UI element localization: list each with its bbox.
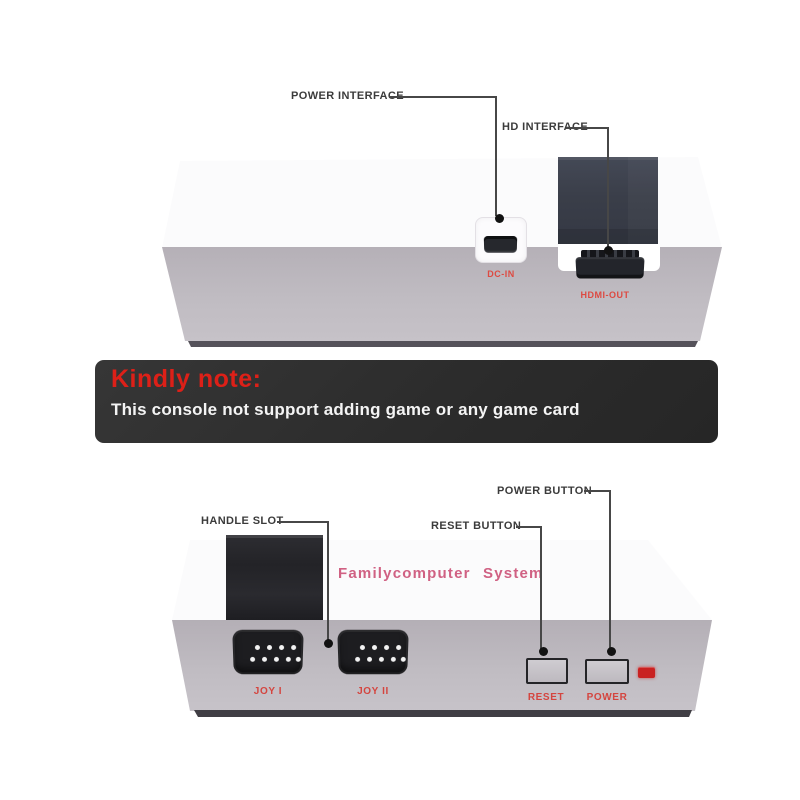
power-interface-callout-line (389, 96, 497, 98)
joy2-port-icon (337, 629, 409, 675)
power-button-label: POWER BUTTON (497, 485, 593, 497)
hdmi-connector-icon (575, 257, 645, 279)
power-interface-callout-line (495, 96, 497, 216)
handle-slot-callout-dot (324, 639, 333, 648)
handle-slot-callout-line (327, 521, 329, 641)
power-button-callout-dot (607, 647, 616, 656)
joy1-label: JOY I (253, 686, 283, 697)
reset-label: RESET (527, 692, 565, 703)
dc-in-label: DC-IN (487, 269, 515, 279)
hd-interface-callout-line (566, 127, 608, 129)
console-back-base-shadow (188, 341, 698, 347)
hd-interface-callout-dot (604, 246, 613, 255)
handle-slot-callout-line (277, 521, 329, 523)
reset-button (526, 658, 568, 684)
power-interface-label: POWER INTERFACE (291, 90, 404, 102)
dc-in-port-module (475, 217, 527, 263)
power-button-callout-line (609, 490, 611, 650)
reset-button-callout-line (516, 526, 542, 528)
reset-button-callout-line (540, 526, 542, 650)
brand-text: Familycomputer System (338, 565, 544, 582)
joy1-port-icon (232, 629, 304, 675)
reset-button-label: RESET BUTTON (431, 520, 522, 532)
note-body: This console not support adding game or … (111, 400, 580, 419)
hd-interface-label: HD INTERFACE (502, 121, 589, 133)
micro-usb-slot-icon (483, 236, 518, 253)
console-front-base-shadow (194, 710, 692, 717)
power-label: POWER (586, 692, 628, 703)
hd-interface-callout-line (607, 127, 609, 248)
power-led-icon (638, 667, 655, 678)
kindly-note-banner: Kindly note: This console not support ad… (95, 360, 718, 443)
power-button-callout-line (584, 490, 611, 492)
handle-slot-label: HANDLE SLOT (201, 515, 284, 527)
hdmi-out-label: HDMI-OUT (580, 290, 630, 300)
power-interface-callout-dot (495, 214, 504, 223)
joy2-label: JOY II (357, 686, 389, 697)
reset-button-callout-dot (539, 647, 548, 656)
handle-slot-block (226, 535, 323, 620)
power-button (585, 659, 629, 684)
note-title: Kindly note: (111, 365, 262, 393)
